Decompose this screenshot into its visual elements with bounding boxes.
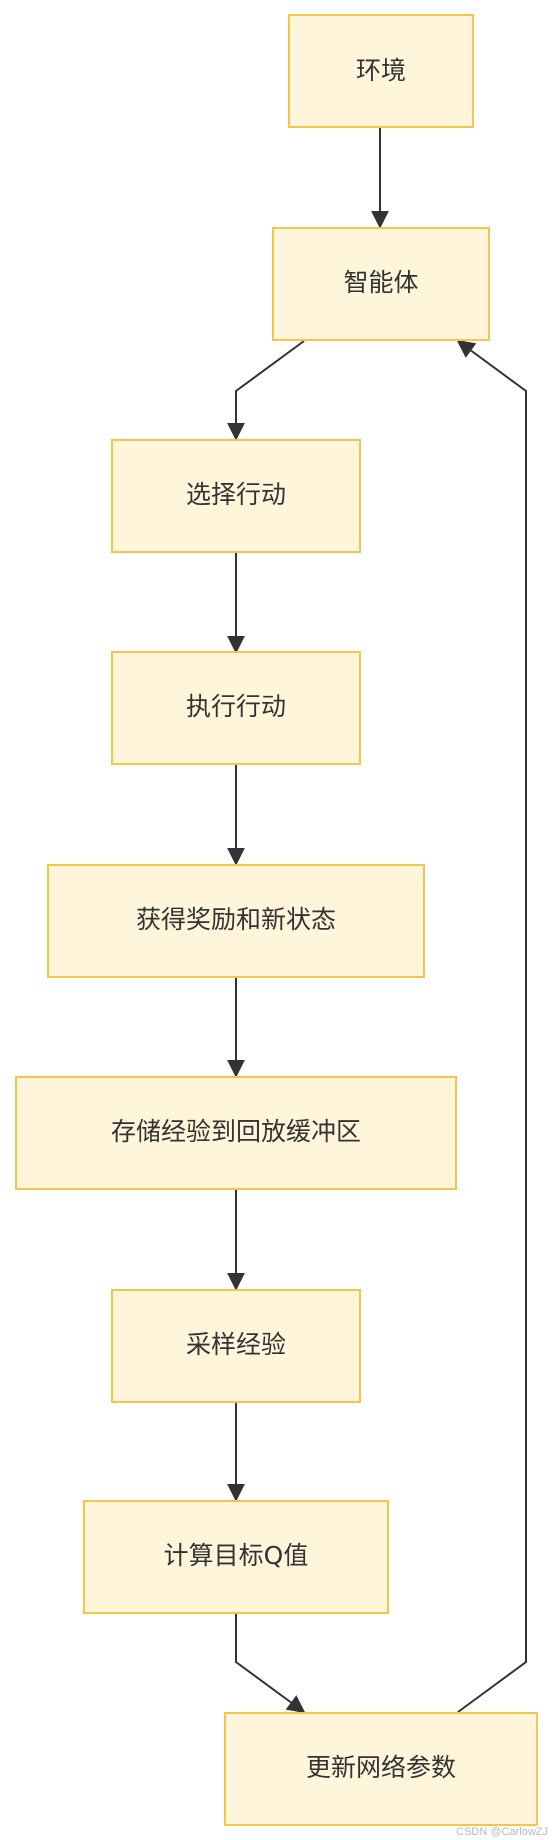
csdn-watermark: CSDN @CarlowZJ xyxy=(456,1826,548,1838)
node-execute-action-label: 执行行动 xyxy=(186,692,286,721)
node-environment: 环境 xyxy=(288,14,474,128)
edge-update-params-to-agent xyxy=(456,339,527,1713)
node-agent-label: 智能体 xyxy=(343,268,418,297)
edge-compute-target-q-to-update-params xyxy=(235,1614,306,1714)
node-update-params: 更新网络参数 xyxy=(224,1712,538,1826)
node-environment-label: 环境 xyxy=(356,56,406,85)
node-select-action-label: 选择行动 xyxy=(186,480,286,509)
node-get-reward-state-label: 获得奖励和新状态 xyxy=(136,905,336,934)
node-compute-target-q: 计算目标Q值 xyxy=(83,1500,389,1614)
node-sample-experience-label: 采样经验 xyxy=(186,1330,286,1359)
node-compute-target-q-label: 计算目标Q值 xyxy=(164,1541,309,1570)
node-store-experience: 存储经验到回放缓冲区 xyxy=(15,1076,457,1190)
node-select-action: 选择行动 xyxy=(111,439,361,553)
node-execute-action: 执行行动 xyxy=(111,651,361,765)
node-agent: 智能体 xyxy=(272,227,490,341)
node-store-experience-label: 存储经验到回放缓冲区 xyxy=(111,1117,361,1146)
edges xyxy=(227,128,527,1714)
node-update-params-label: 更新网络参数 xyxy=(306,1753,456,1782)
node-get-reward-state: 获得奖励和新状态 xyxy=(47,864,425,978)
node-sample-experience: 采样经验 xyxy=(111,1289,361,1403)
edge-agent-to-select-action xyxy=(227,340,305,441)
